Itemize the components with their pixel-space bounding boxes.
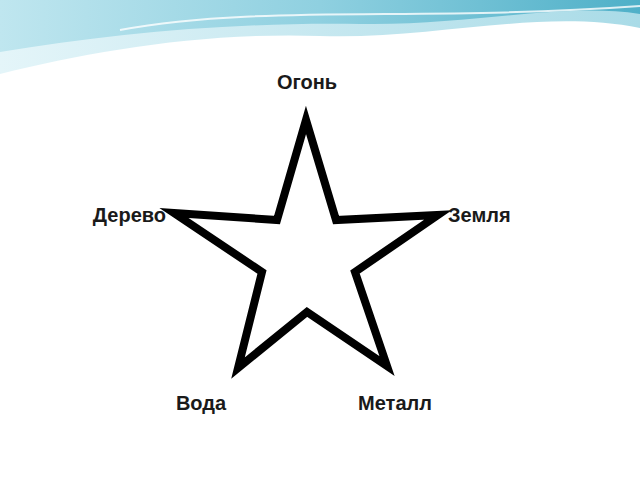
header-wave xyxy=(0,0,640,74)
element-label: Вода xyxy=(176,391,226,415)
element-label: Металл xyxy=(358,391,432,415)
element-label: Земля xyxy=(448,203,511,227)
element-label: Огонь xyxy=(277,70,337,94)
star-outline xyxy=(174,120,438,368)
element-label: Дерево xyxy=(93,203,166,227)
wave-line xyxy=(120,6,640,30)
header-wave xyxy=(0,0,640,52)
